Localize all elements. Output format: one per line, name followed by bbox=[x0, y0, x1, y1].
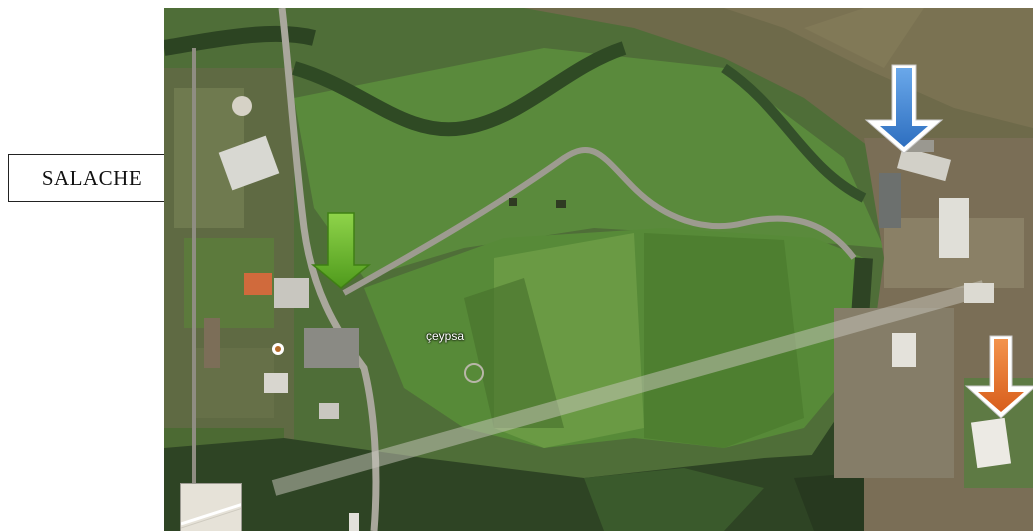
thumbnail-map-icon bbox=[181, 484, 241, 531]
blue-arrow-marker bbox=[864, 64, 944, 154]
satellite-imagery bbox=[164, 8, 1033, 531]
map-view-thumbnail[interactable] bbox=[180, 483, 242, 531]
place-label: çeypsa bbox=[426, 329, 465, 343]
location-label: SALACHE bbox=[41, 165, 143, 190]
satellite-map[interactable]: çeypsa bbox=[164, 8, 1033, 531]
location-label-box: SALACHE bbox=[8, 154, 176, 202]
orange-arrow-marker bbox=[964, 335, 1033, 419]
green-arrow-marker bbox=[310, 212, 372, 289]
map-pin-icon[interactable] bbox=[272, 343, 284, 355]
